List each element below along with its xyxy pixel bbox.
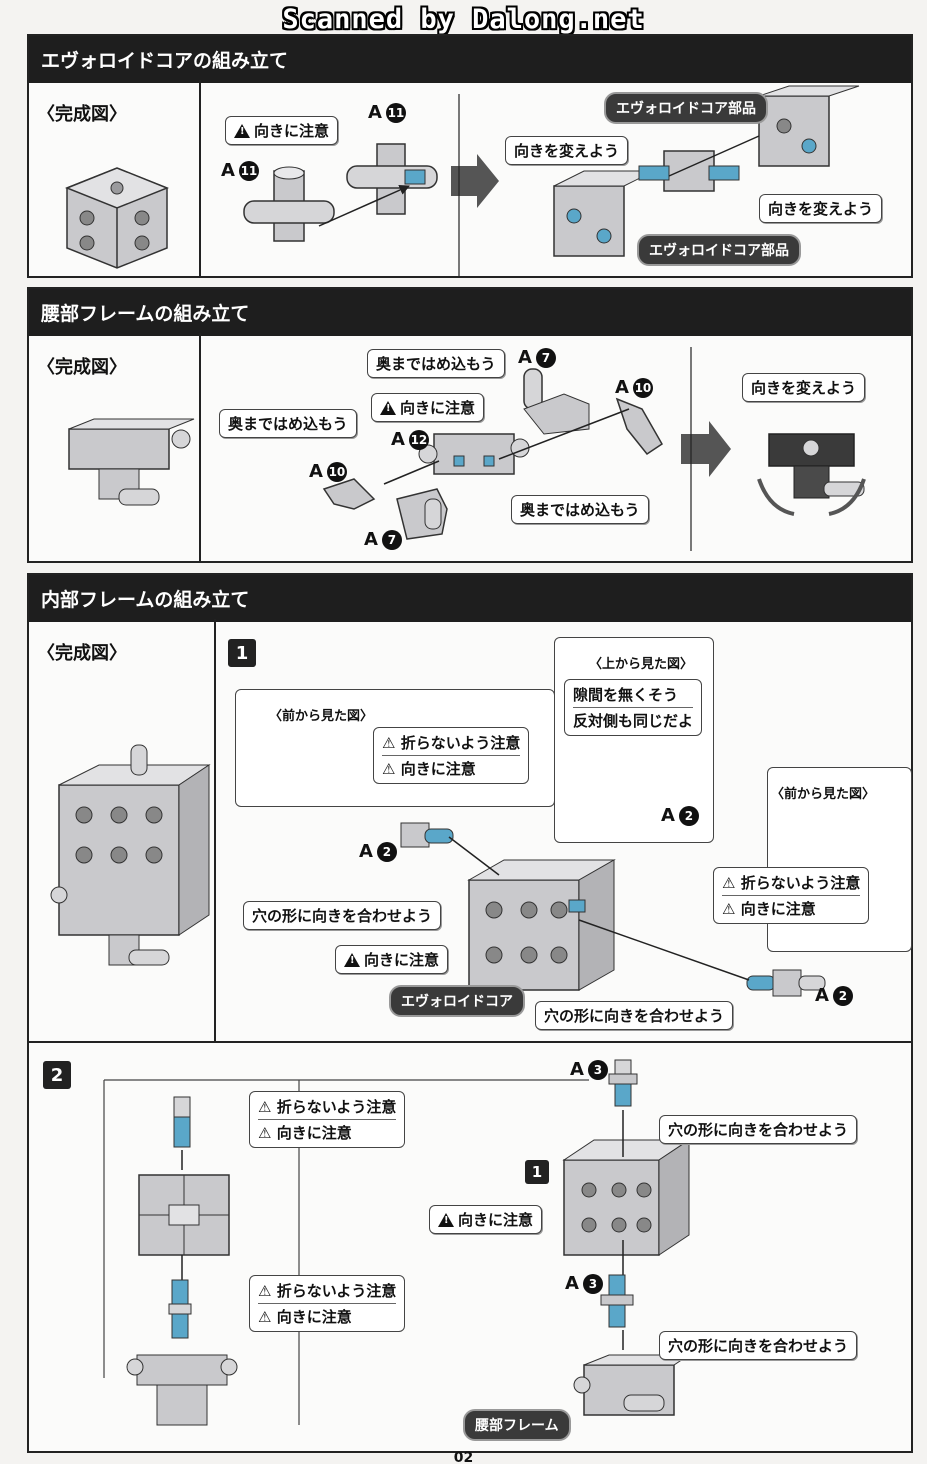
completed-core-cube <box>64 167 170 269</box>
warning-icon: ⚠ <box>258 1098 272 1116</box>
callout-match-hole: 穴の形に向きを合わせよう <box>535 1001 734 1030</box>
warning-icon: ⚠ <box>722 900 736 918</box>
complete-label: 〈完成図〉 <box>37 104 127 125</box>
callout-push-in: 奥まではめ込もう <box>367 349 505 378</box>
callout-bottom-warnings: ⚠ 折らないよう注意 ⚠ 向きに注意 <box>249 1275 406 1332</box>
warning-icon: ⚠ <box>258 1308 272 1326</box>
section-waist-frame: 腰部フレームの組み立て 〈完成図〉 <box>27 287 913 563</box>
callout-match-hole: 穴の形に向きを合わせよう <box>243 901 442 930</box>
callout-match-hole: 穴の形に向きを合わせよう <box>659 1115 858 1144</box>
label-core-part: エヴォロイドコア部品 <box>604 92 768 124</box>
warning-icon: ⚠ <box>382 734 396 752</box>
complete-label: 〈完成図〉 <box>37 357 127 378</box>
step-number: 2 <box>43 1061 71 1089</box>
core-parts-right <box>553 170 655 257</box>
section-title: エヴォロイドコアの組み立て <box>29 36 911 83</box>
callout-push-in: 奥まではめ込もう <box>511 495 649 524</box>
callout-change-direction: 向きを変えよう <box>759 194 883 223</box>
callout-left-warnings: ⚠ 折らないよう注意 ⚠ 向きに注意 <box>373 727 530 784</box>
warning-icon: ⚠ <box>258 1282 272 1300</box>
part-a2-left <box>400 822 454 848</box>
divider <box>199 333 201 563</box>
inner-core-cube <box>467 859 616 991</box>
callout-orientation: 向きに注意 <box>371 393 485 422</box>
warning-icon <box>344 953 360 967</box>
complete-label: 〈完成図〉 <box>37 643 127 664</box>
stacked-core <box>562 1139 691 1256</box>
view-title: 〈前から見た図〉 <box>771 787 876 802</box>
section-evoroid-core: エヴォロイドコアの組み立て 〈完成図〉 <box>27 34 913 278</box>
callout-orientation: 向きに注意 <box>335 945 449 974</box>
waist-frame-rotated <box>757 433 866 516</box>
reference-block <box>138 1174 230 1256</box>
callout-right-warnings: ⚠ 折らないよう注意 ⚠ 向きに注意 <box>713 867 870 924</box>
callout-orientation: 向きに注意 <box>225 116 339 145</box>
core-assembly-art <box>64 85 860 276</box>
callout-match-hole: 穴の形に向きを合わせよう <box>659 1331 858 1360</box>
step-arrow <box>451 154 499 208</box>
part-a11-right <box>346 143 438 215</box>
warning-icon <box>438 1213 454 1227</box>
watermark: Scanned by Dalong.net <box>282 4 645 35</box>
completed-inner-frame <box>50 744 211 966</box>
warning-icon <box>380 401 396 415</box>
part-a7-bottom <box>396 488 448 540</box>
part-a10-left <box>322 478 376 510</box>
divider <box>214 619 216 1043</box>
callout-push-in: 奥まではめ込もう <box>219 409 357 438</box>
label-core-part: エヴォロイドコア部品 <box>637 234 801 266</box>
warning-icon: ⚠ <box>258 1124 272 1142</box>
part-a11-left <box>243 166 335 242</box>
warning-icon <box>234 124 250 138</box>
callout-gap: 隙間を無くそう 反対側も同じだよ <box>564 679 703 736</box>
warning-icon: ⚠ <box>382 760 396 778</box>
waist-frame-part <box>573 1354 691 1416</box>
page-number: 02 <box>453 1450 474 1464</box>
section-title: 腰部フレームの組み立て <box>29 289 911 336</box>
completed-waist-frame <box>68 418 195 506</box>
part-a7-top <box>523 368 590 435</box>
section-inner-frame: 内部フレームの組み立て 〈完成図〉 <box>27 573 913 1453</box>
label-waist-frame: 腰部フレーム <box>463 1409 571 1441</box>
divider <box>199 80 201 278</box>
callout-change-direction: 向きを変えよう <box>505 136 629 165</box>
part-a2-right <box>746 969 826 997</box>
section-title: 内部フレームの組み立て <box>29 575 911 622</box>
step-arrow <box>681 421 731 477</box>
callout-orientation: 向きに注意 <box>429 1205 543 1234</box>
divider <box>29 1041 911 1043</box>
part-a10-right <box>615 397 663 456</box>
waist-assembly-art <box>68 347 866 551</box>
step-number: 1 <box>228 639 256 667</box>
part-a12 <box>418 433 530 475</box>
warning-icon: ⚠ <box>722 874 736 892</box>
view-title: 〈前から見た図〉 <box>269 709 374 724</box>
view-title: 〈上から見た図〉 <box>589 657 694 672</box>
ref-step-number: 1 <box>525 1160 549 1184</box>
label-evoroid-core: エヴォロイドコア <box>389 985 525 1017</box>
callout-top-warnings: ⚠ 折らないよう注意 ⚠ 向きに注意 <box>249 1091 406 1148</box>
callout-change-direction: 向きを変えよう <box>742 373 866 402</box>
